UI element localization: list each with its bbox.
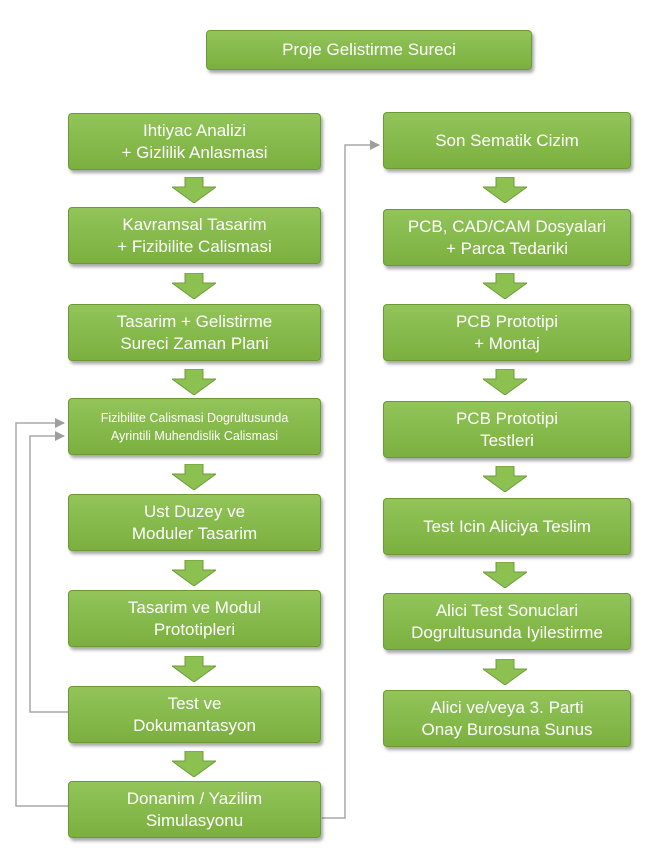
feedback-connector-test bbox=[29, 431, 68, 713]
down-arrow-icon bbox=[172, 464, 216, 490]
down-arrow-icon bbox=[483, 273, 527, 299]
step-development-timeline: Tasarim + Gelistirme Sureci Zaman Plani bbox=[68, 304, 321, 361]
step-conceptual-design: Kavramsal Tasarim + Fizibilite Calismasi bbox=[68, 207, 321, 264]
down-arrow-icon bbox=[172, 656, 216, 682]
step-test-documentation: Test ve Dokumantasyon bbox=[68, 686, 321, 743]
step-pcb-cad-files: PCB, CAD/CAM Dosyalari + Parca Tedariki bbox=[383, 209, 631, 266]
step-module-prototypes: Tasarim ve Modul Prototipleri bbox=[68, 590, 321, 647]
down-arrow-icon bbox=[483, 177, 527, 203]
column-link-connector bbox=[322, 140, 380, 819]
step-requirements-analysis: Ihtiyac Analizi + Gizlilik Anlasmasi bbox=[68, 113, 321, 170]
step-certification-submission: Alici ve/veya 3. Parti Onay Burosuna Sun… bbox=[383, 690, 631, 747]
step-hw-sw-simulation: Donanim / Yazilim Simulasyonu bbox=[68, 781, 321, 838]
step-detailed-engineering: Fizibilite Calismasi Dogrultusunda Ayrin… bbox=[68, 398, 321, 455]
feedback-connector-simulation bbox=[15, 418, 68, 807]
step-pcb-prototype-tests: PCB Prototipi Testleri bbox=[383, 401, 631, 458]
down-arrow-icon bbox=[172, 369, 216, 395]
step-delivery-to-client: Test Icin Aliciya Teslim bbox=[383, 498, 631, 555]
down-arrow-icon bbox=[172, 177, 216, 203]
down-arrow-icon bbox=[483, 466, 527, 492]
down-arrow-icon bbox=[172, 560, 216, 586]
down-arrow-icon bbox=[172, 751, 216, 777]
down-arrow-icon bbox=[483, 659, 527, 685]
down-arrow-icon bbox=[483, 562, 527, 588]
down-arrow-icon bbox=[172, 273, 216, 299]
step-client-feedback-improvement: Alici Test Sonuclari Dogrultusunda Iyile… bbox=[383, 593, 631, 650]
step-pcb-prototype-assembly: PCB Prototipi + Montaj bbox=[383, 304, 631, 361]
page-title: Proje Gelistirme Sureci bbox=[206, 30, 532, 70]
step-final-schematic: Son Sematik Cizim bbox=[383, 112, 631, 169]
down-arrow-icon bbox=[483, 369, 527, 395]
step-top-level-design: Ust Duzey ve Moduler Tasarim bbox=[68, 494, 321, 551]
